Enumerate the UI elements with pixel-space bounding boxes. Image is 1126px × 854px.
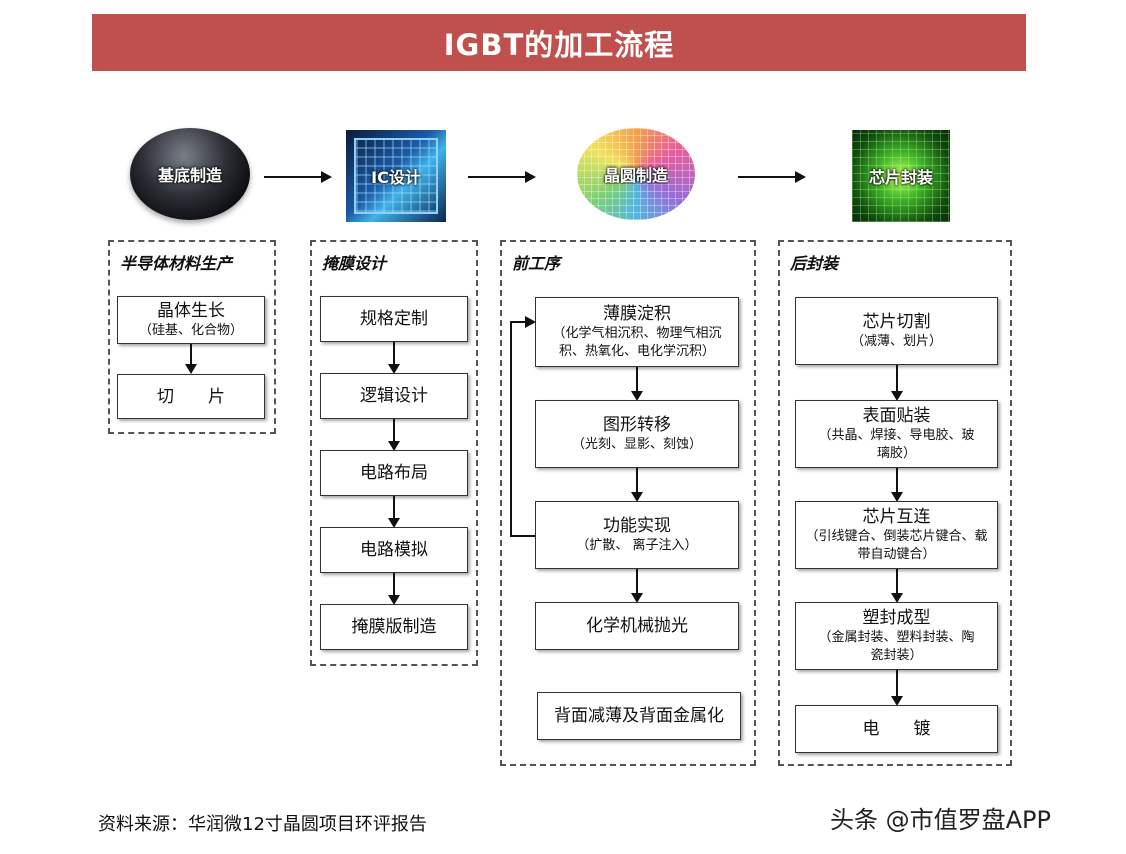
- step-function-realization: 功能实现 （扩散、 离子注入）: [535, 501, 739, 569]
- step-pattern-transfer: 图形转移 （光刻、显影、刻蚀）: [535, 400, 739, 468]
- package-chip-image: 芯片封装: [852, 130, 950, 222]
- arrow-down-icon: [891, 569, 903, 603]
- stage-label: IC设计: [371, 168, 421, 187]
- arrow-down-icon: [631, 569, 643, 603]
- group-title: 前工序: [512, 254, 561, 273]
- step-backside-thinning: 背面减薄及背面金属化: [537, 692, 741, 740]
- step-slicing: 切 片: [117, 374, 265, 419]
- substrate-wafer-image: 基底制造: [130, 128, 250, 220]
- step-spec: 规格定制: [320, 296, 468, 342]
- arrow-down-icon: [891, 365, 903, 401]
- source-note: 资料来源：华润微12寸晶圆项目环评报告: [98, 814, 427, 835]
- step-mask-making: 掩膜版制造: [320, 604, 468, 650]
- arrow-down-icon: [388, 496, 400, 528]
- group-title: 掩膜设计: [322, 254, 387, 273]
- step-deposition: 薄膜淀积 （化学气相沉积、物理气相沉积、热氧化、电化学沉积）: [535, 297, 739, 367]
- step-crystal-growth: 晶体生长 （硅基、化合物）: [117, 296, 265, 344]
- ic-chip-image: IC设计: [346, 130, 446, 222]
- step-dicing: 芯片切割 （减薄、划片）: [795, 297, 998, 365]
- stage-label: 芯片封装: [868, 168, 933, 187]
- page-title: IGBT的加工流程: [92, 14, 1026, 71]
- arrow-down-icon: [631, 367, 643, 401]
- arrow-down-icon: [388, 573, 400, 605]
- arrow-down-icon: [891, 670, 903, 706]
- wafer-image: 晶圆制造: [577, 128, 695, 220]
- step-layout: 电路布局: [320, 450, 468, 496]
- group-back-end: 后封装: [778, 240, 1012, 766]
- step-molding: 塑封成型 （金属封装、塑料封装、陶瓷封装）: [795, 602, 998, 670]
- step-interconnect: 芯片互连 （引线键合、倒装芯片键合、载带自动键合）: [795, 501, 998, 569]
- step-surface-mount: 表面贴装 （共晶、焊接、导电胶、玻璃胶）: [795, 400, 998, 468]
- arrow-down-icon: [185, 344, 197, 374]
- group-title: 半导体材料生产: [120, 254, 233, 273]
- step-simulation: 电路模拟: [320, 527, 468, 573]
- loop-connector: [510, 321, 512, 537]
- arrow-down-icon: [631, 468, 643, 502]
- group-front-end: 前工序: [500, 240, 756, 766]
- watermark: 头条 @市值罗盘APP: [830, 806, 1051, 834]
- stage-label: 晶圆制造: [603, 166, 668, 185]
- arrow-right-icon: [510, 316, 536, 328]
- arrow-down-icon: [388, 419, 400, 451]
- step-cmp: 化学机械抛光: [535, 602, 739, 650]
- arrow-down-icon: [891, 468, 903, 502]
- arrow-right-icon: [738, 171, 806, 183]
- group-title: 后封装: [790, 254, 839, 273]
- group-material-production: 半导体材料生产: [108, 240, 276, 434]
- arrow-right-icon: [468, 171, 536, 183]
- stage-label: 基底制造: [157, 166, 222, 185]
- group-mask-design: 掩膜设计: [310, 240, 478, 666]
- step-plating: 电 镀: [795, 705, 998, 753]
- arrow-down-icon: [388, 342, 400, 374]
- loop-connector: [510, 535, 535, 537]
- step-logic-design: 逻辑设计: [320, 373, 468, 419]
- arrow-right-icon: [264, 171, 332, 183]
